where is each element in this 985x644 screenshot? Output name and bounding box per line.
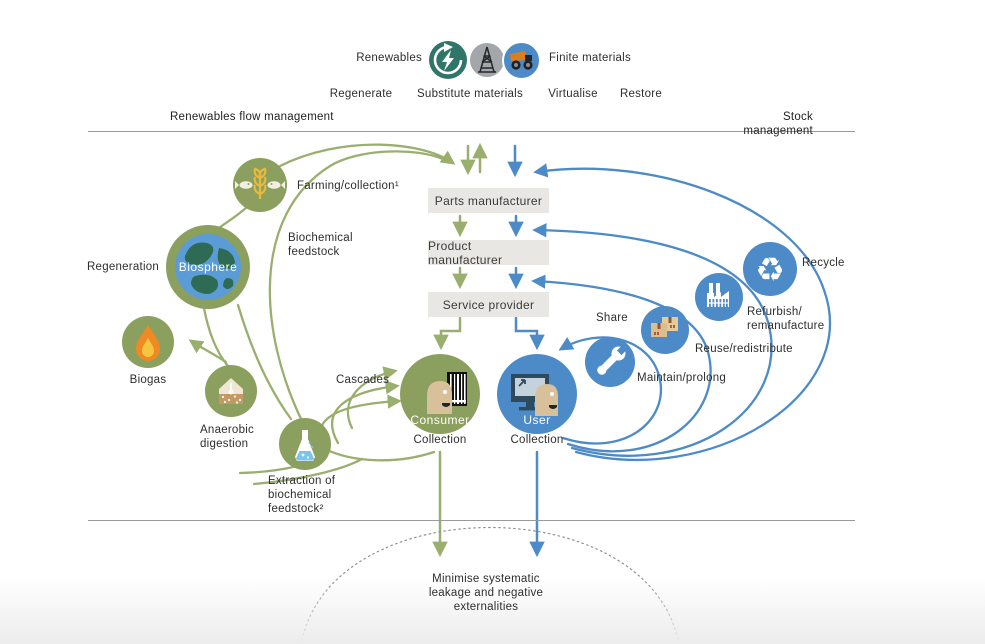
user-icon xyxy=(511,374,558,416)
wheat-fish-icon xyxy=(235,167,285,199)
top-divider-line xyxy=(88,131,855,132)
reuse-circle xyxy=(641,306,689,354)
refurbish-circle xyxy=(695,273,743,321)
extraction-label: Extraction of biochemical feedstock² xyxy=(268,475,336,516)
anaerobic-circle xyxy=(205,365,257,417)
oil-circle xyxy=(470,43,504,77)
product-manufacturer-label: Product manufacturer xyxy=(428,238,503,267)
strategy-regenerate: Regenerate xyxy=(329,88,393,100)
maintain-label: Maintain/prolong xyxy=(637,372,727,384)
user-label: User xyxy=(523,413,551,427)
section-stock-management: Stock management xyxy=(743,111,813,138)
product-manufacturer-box: Product manufacturer xyxy=(428,238,549,267)
share-label: Share xyxy=(596,312,628,324)
footer-fade xyxy=(0,578,985,644)
service-provider-label: Service provider xyxy=(442,297,535,312)
mining-truck-icon xyxy=(510,51,533,70)
strategy-virtualise: Virtualise xyxy=(548,88,598,100)
anaerobic-digestion-label: Anaerobic digestion xyxy=(200,424,255,451)
flame-icon xyxy=(136,325,160,361)
earth-globe-icon xyxy=(175,234,241,300)
finite-materials-label: Finite materials xyxy=(549,52,631,64)
consumer-icon xyxy=(427,372,467,414)
recycle-label: Recycle xyxy=(802,257,845,269)
parts-manufacturer-label: Parts manufacturer xyxy=(434,193,543,208)
section-renewables-flow: Renewables flow management xyxy=(170,111,334,123)
biosphere-label: Biosphere xyxy=(178,260,238,274)
wrench-icon xyxy=(597,344,628,375)
reuse-label: Reuse/redistribute xyxy=(695,343,793,355)
consumer-label: Consumer xyxy=(410,413,470,427)
user-circle: User xyxy=(497,354,577,434)
collection-user-label: Collection xyxy=(510,434,564,446)
mining-circle xyxy=(502,41,541,80)
flask-icon xyxy=(295,430,315,461)
farming-circle xyxy=(233,158,287,212)
parts-manufacturer-box: Parts manufacturer xyxy=(428,188,549,213)
bottom-divider-line xyxy=(88,520,855,521)
biochemical-feedstock-label: Biochemical feedstock xyxy=(288,232,353,259)
renewables-circle xyxy=(429,41,467,79)
recycle-icon: ♻ xyxy=(755,250,785,288)
consumer-circle: Consumer xyxy=(400,354,480,434)
collection-consumer-label: Collection xyxy=(413,434,467,446)
leakage-label: Minimise systematic leakage and negative… xyxy=(428,573,544,614)
regeneration-label: Regeneration xyxy=(87,261,160,273)
strategy-restore: Restore xyxy=(619,88,663,100)
digester-icon xyxy=(219,378,243,404)
extraction-circle xyxy=(279,418,331,470)
cascades-label: Cascades xyxy=(336,374,390,386)
renewables-label: Renewables xyxy=(356,52,422,64)
farming-label: Farming/collection¹ xyxy=(297,180,399,192)
biosphere-circle: Biosphere xyxy=(166,225,250,309)
factory-icon xyxy=(707,283,729,307)
maintain-circle xyxy=(585,337,635,387)
biogas-circle xyxy=(122,316,174,368)
strategy-substitute: Substitute materials xyxy=(417,88,523,100)
boxes-icon xyxy=(651,317,678,337)
biogas-label: Biogas xyxy=(129,374,167,386)
refurbish-label: Refurbish/ remanufacture xyxy=(747,306,825,333)
renewable-energy-icon xyxy=(433,43,463,75)
oil-derrick-icon xyxy=(478,46,496,73)
recycle-circle: ♻ xyxy=(743,242,797,296)
service-provider-box: Service provider xyxy=(428,292,549,317)
